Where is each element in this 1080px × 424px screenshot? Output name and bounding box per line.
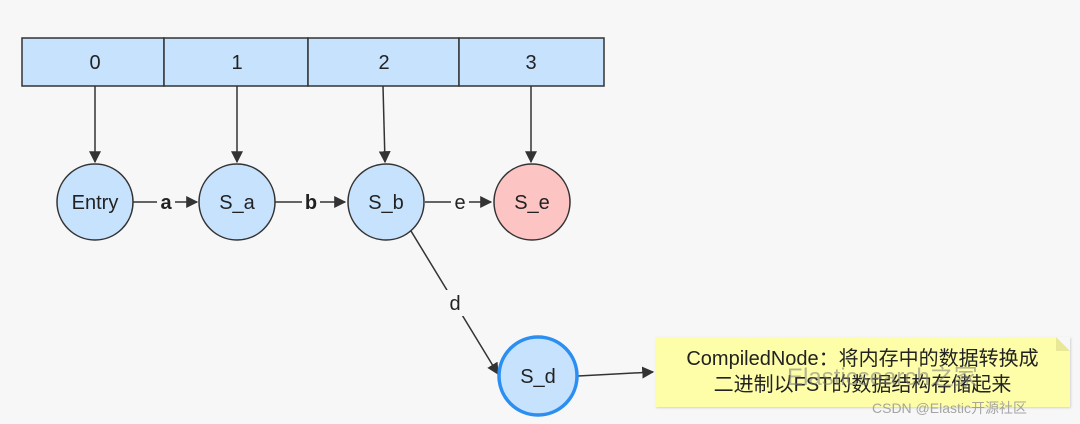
edge-label-bg-d <box>445 290 465 316</box>
edge-label-b: b <box>305 192 317 214</box>
watermark-source: CSDN @Elastic开源社区 <box>872 400 1028 416</box>
edge-label-bg-e <box>451 190 469 214</box>
array-cell-1 <box>163 37 309 87</box>
edge-label-bg-b <box>302 190 320 214</box>
node-s-d-label: S_d <box>520 366 556 388</box>
edge-label-d: d <box>449 293 460 315</box>
node-s-e <box>493 163 571 241</box>
note-fold-corner <box>1056 337 1070 351</box>
array-cell-label-1: 1 <box>231 52 242 74</box>
array-cell-0 <box>21 37 165 87</box>
array-cell-3 <box>458 37 605 87</box>
node-s-d <box>497 335 579 417</box>
note-line-1: CompiledNode：将内存中的数据转换成 <box>686 348 1039 370</box>
node-s-b <box>347 163 425 241</box>
edge-label-bg-a <box>157 190 175 214</box>
compiled-node-note: CompiledNode：将内存中的数据转换成 二进制以FST的数据结构存储起来 <box>655 337 1070 407</box>
array-cell-label-0: 0 <box>89 52 100 74</box>
node-s-a <box>198 163 276 241</box>
edge-label-a: a <box>160 192 172 214</box>
note-line-2: 二进制以FST的数据结构存储起来 <box>713 374 1012 396</box>
watermark-overlay: Elasticsearch之家 <box>787 364 978 391</box>
node-entry <box>56 163 134 241</box>
node-s-e-label: S_e <box>514 192 550 214</box>
edge-s-d-to-note <box>577 366 655 379</box>
array-cell-2 <box>307 37 460 87</box>
array-cell-label-2: 2 <box>378 52 389 74</box>
pointer-2-to-s-b <box>378 85 391 164</box>
node-entry-label: Entry <box>72 192 119 214</box>
edge-label-e: e <box>454 192 465 214</box>
node-s-a-label: S_a <box>219 192 255 214</box>
state-array: 0 1 2 3 <box>21 37 605 87</box>
array-cell-label-3: 3 <box>525 52 536 74</box>
node-s-b-label: S_b <box>368 192 404 214</box>
